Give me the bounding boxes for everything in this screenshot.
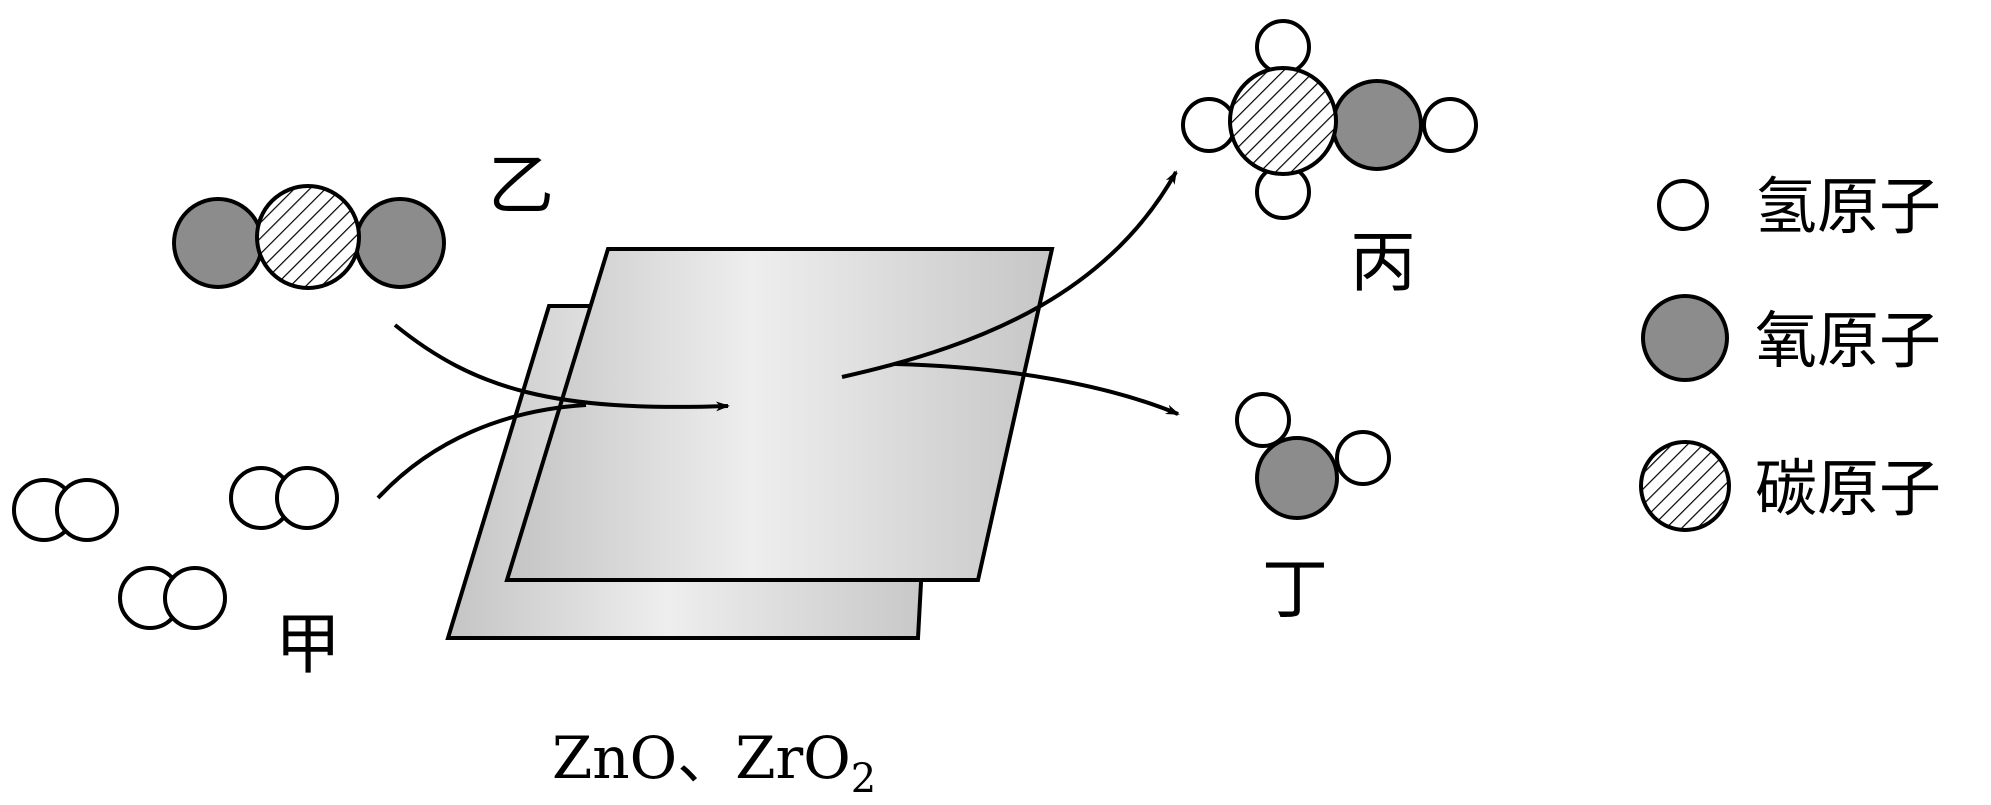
hydrogen-atom: [1181, 97, 1237, 153]
molecule-yi: [172, 184, 446, 290]
carbon-atom: [1228, 66, 1338, 176]
catalyst-label: ZnO、ZrO2: [552, 724, 876, 800]
front-plate: [504, 247, 1055, 582]
arrow-yi-in: [393, 323, 730, 412]
legend: 氢原子 氧原子 碳原子: [1639, 170, 1941, 532]
hydrogen-atom: [1255, 19, 1311, 75]
oxygen-atom: [1331, 79, 1423, 171]
legend-label-hydrogen: 氢原子: [1755, 170, 1941, 243]
legend-item-oxygen: 氧原子: [1641, 294, 1941, 382]
carbon-atom-icon: [1639, 440, 1731, 532]
oxygen-atom: [172, 197, 264, 289]
label-yi: 乙: [488, 147, 554, 224]
molecule-bing: [1181, 19, 1478, 220]
hydrogen-atom: [55, 478, 119, 542]
label-bing: 丙: [1350, 224, 1416, 301]
label-jia: 甲: [275, 606, 341, 683]
hydrogen-atom: [163, 566, 227, 630]
oxygen-atom: [354, 197, 446, 289]
legend-item-carbon: 碳原子: [1639, 440, 1941, 532]
carbon-atom: [255, 184, 361, 290]
label-ding: 丁: [1262, 551, 1328, 628]
oxygen-atom-icon: [1641, 294, 1729, 382]
legend-label-carbon: 碳原子: [1755, 452, 1941, 525]
hydrogen-atom: [275, 466, 339, 530]
oxygen-atom: [1255, 436, 1339, 520]
hydrogen-atom: [1422, 97, 1478, 153]
molecule-ding: [1235, 392, 1391, 520]
legend-label-oxygen: 氧原子: [1755, 304, 1941, 377]
arrow-jia-in: [376, 403, 587, 500]
reaction-arrows: [376, 170, 1180, 500]
hydrogen-atom: [1235, 392, 1291, 448]
hydrogen-atom-icon: [1657, 179, 1709, 231]
legend-item-hydrogen: 氢原子: [1657, 170, 1941, 243]
molecule-jia: [12, 466, 339, 630]
arrow-ding-out: [894, 362, 1180, 416]
hydrogen-atom: [1335, 430, 1391, 486]
catalyst-plates: [445, 247, 1055, 640]
